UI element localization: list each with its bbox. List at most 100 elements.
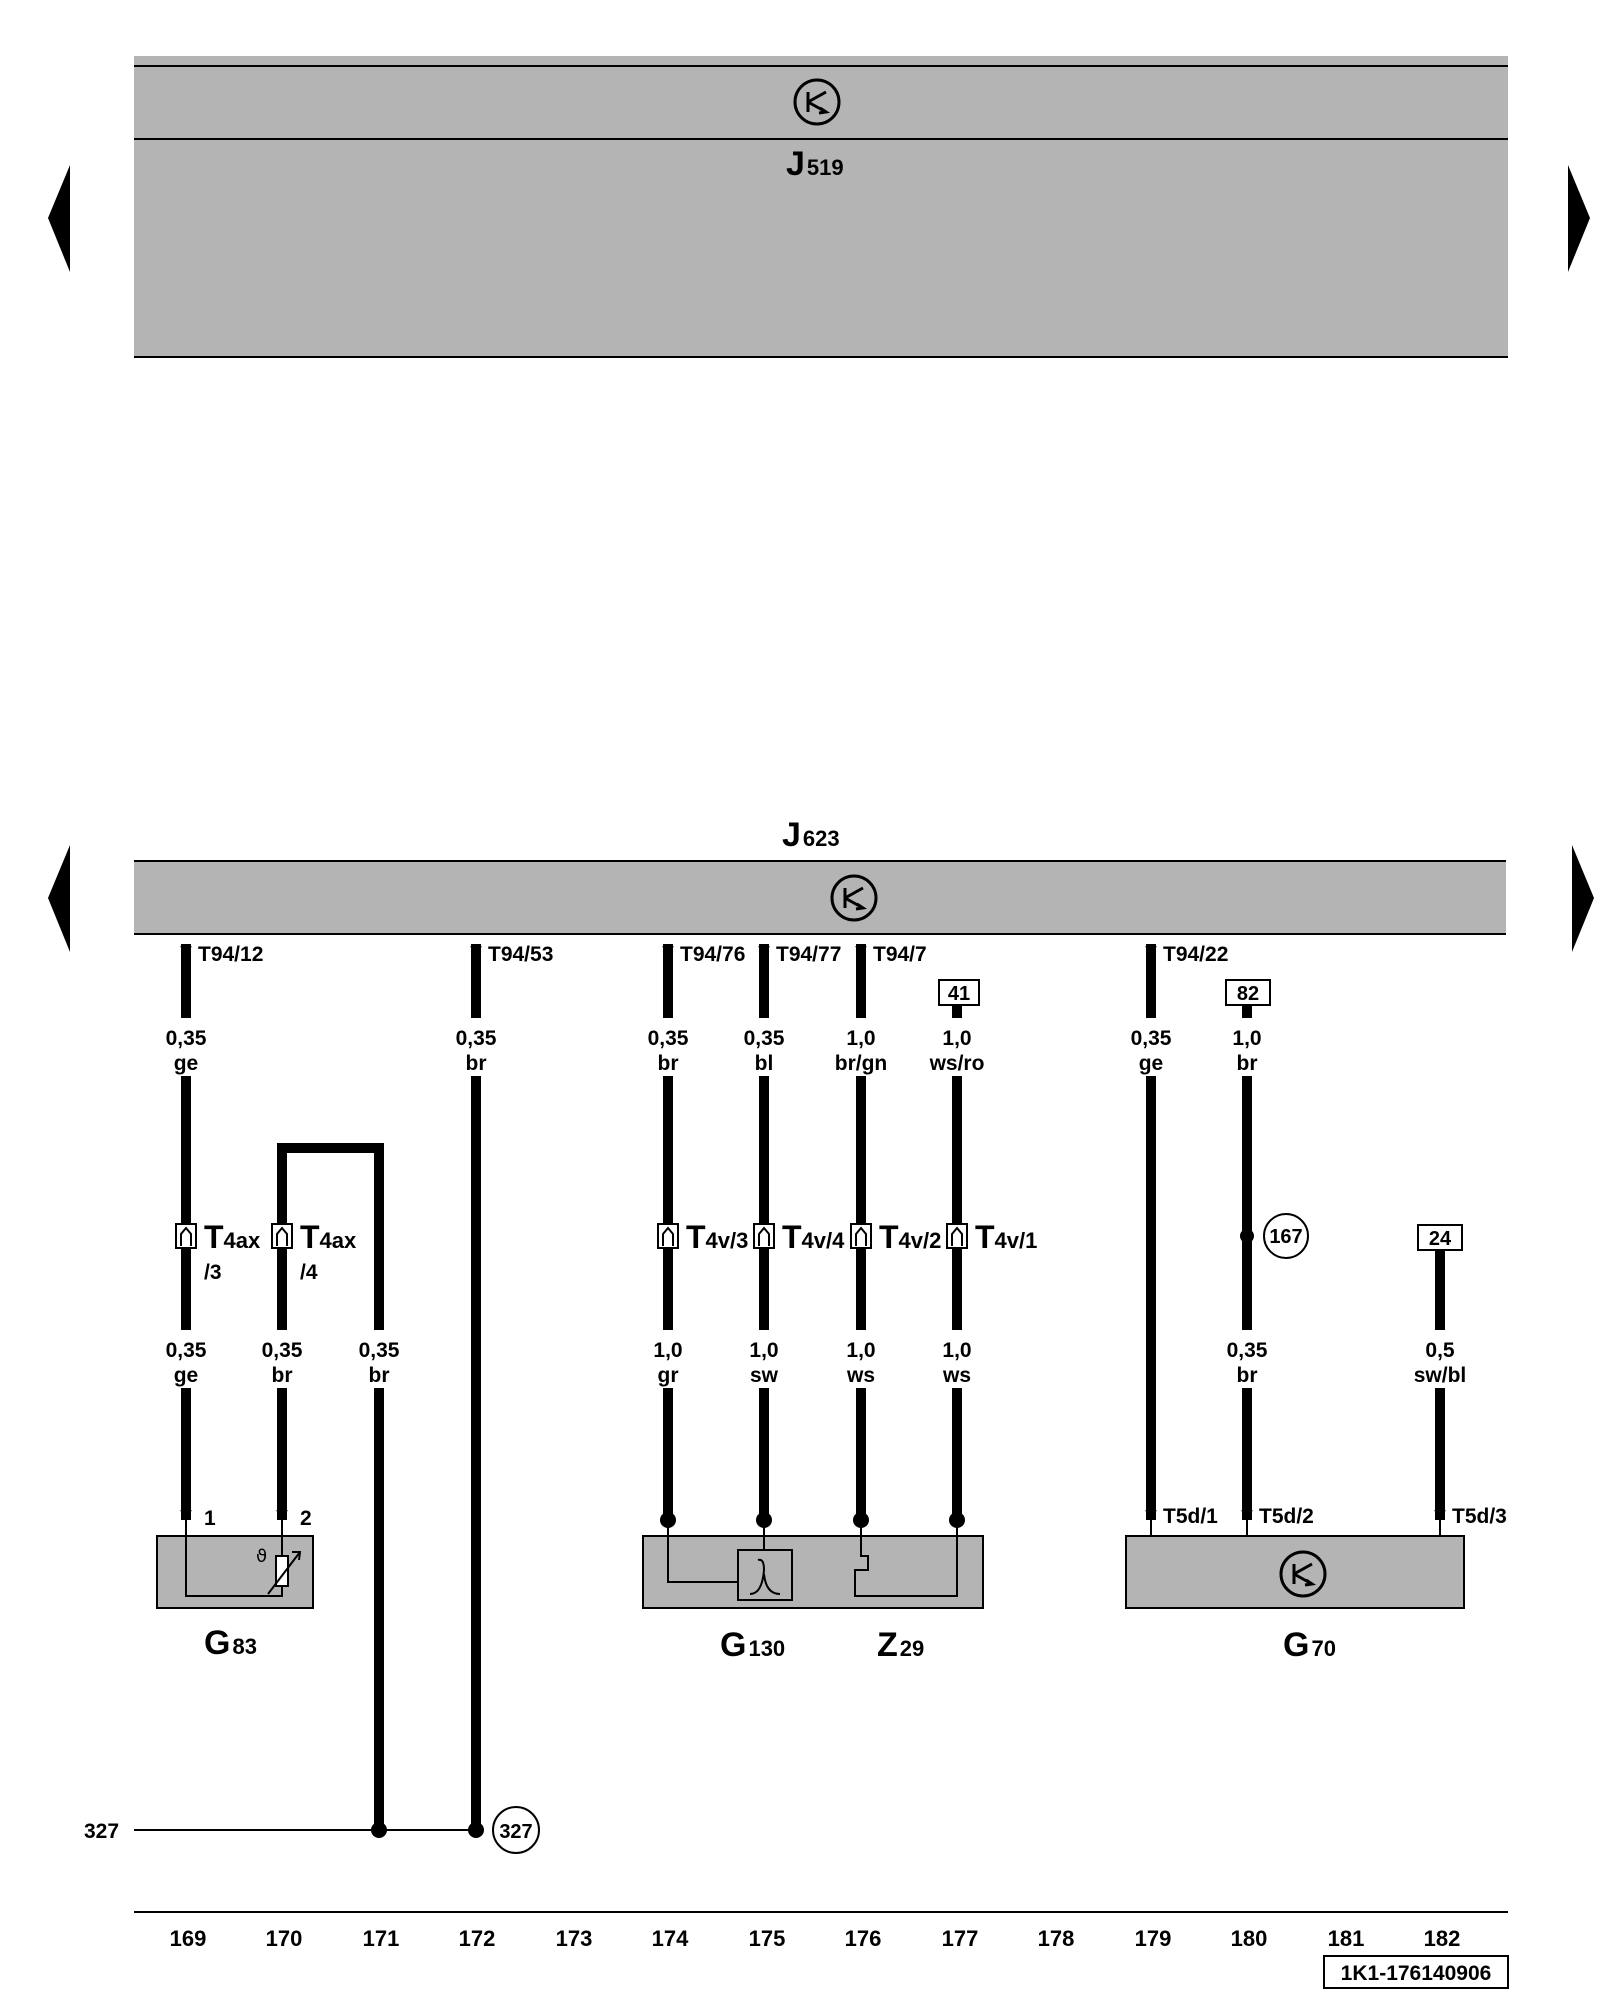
pin-labels-j623: T94/12 T94/53 T94/76 T94/77 T94/7 T94/22 xyxy=(180,943,1228,966)
next-page-arrow-top[interactable] xyxy=(1568,165,1590,272)
wire-size: 1,0 xyxy=(1232,1027,1261,1050)
wire-color: br xyxy=(466,1052,487,1075)
connectors: T4ax /3 T4ax /4 T4v/3 T4v/4 T4v/2 T4v/ xyxy=(175,1219,1037,1284)
column-number: 169 xyxy=(170,1926,207,1951)
pin-t94-12: T94/12 xyxy=(198,943,263,966)
label-g130: G130 xyxy=(720,1626,785,1664)
column-number: 175 xyxy=(749,1926,786,1951)
label-g83: G83 xyxy=(204,1624,257,1662)
wire-color: ws xyxy=(942,1364,971,1387)
wire-color: br/gn xyxy=(835,1052,888,1075)
pin-2: 2 xyxy=(300,1507,312,1530)
component-g70: T5d/1 T5d/2 T5d/3 G70 xyxy=(1125,1505,1507,1664)
wire-size: 1,0 xyxy=(749,1339,778,1362)
prev-page-arrow-top[interactable] xyxy=(48,165,70,272)
wire-color: br xyxy=(1237,1052,1258,1075)
column-number: 173 xyxy=(556,1926,593,1951)
label-j623: J623 xyxy=(782,816,840,854)
ground-connection-327: 327 327 xyxy=(84,1806,540,1854)
label-j519: J519 xyxy=(786,145,844,183)
wire-color: ge xyxy=(174,1052,199,1075)
next-page-arrow-bottom[interactable] xyxy=(1572,845,1594,952)
wire-size: 1,0 xyxy=(653,1339,682,1362)
component-g130-z29: G130 Z29 xyxy=(642,1512,984,1664)
wire-color: ws/ro xyxy=(929,1052,985,1075)
svg-text:/4: /4 xyxy=(300,1261,318,1284)
document-id: 1K1-176140906 xyxy=(1341,1962,1492,1985)
wire-color: sw/bl xyxy=(1414,1364,1467,1387)
column-number: 171 xyxy=(363,1926,400,1951)
svg-text:41: 41 xyxy=(948,983,970,1005)
wire-size: 1,0 xyxy=(846,1027,875,1050)
document-id-box: 1K1-176140906 xyxy=(1323,1955,1509,1989)
wire-size: 0,35 xyxy=(359,1339,400,1362)
control-unit-j519: J519 xyxy=(134,56,1508,358)
column-number: 174 xyxy=(652,1926,689,1951)
wire-labels-upper: 0,35 ge 0,35 br 0,35 br 0,35 bl 1,0 br/g… xyxy=(160,1018,1273,1076)
electronic-symbol-icon xyxy=(830,874,878,922)
wire-color: bl xyxy=(755,1052,774,1075)
oxygen-sensor-icon xyxy=(749,1558,781,1595)
label-z29: Z29 xyxy=(877,1626,924,1664)
svg-text:82: 82 xyxy=(1237,983,1259,1005)
connector-t4v-2: T4v/2 xyxy=(850,1219,941,1255)
svg-text:24: 24 xyxy=(1429,1228,1452,1250)
wire-size: 0,35 xyxy=(262,1339,303,1362)
wire-size: 0,5 xyxy=(1425,1339,1455,1362)
wire-color: ws xyxy=(846,1364,875,1387)
wire-size: 0,35 xyxy=(456,1027,497,1050)
svg-text:T4v/3: T4v/3 xyxy=(686,1219,748,1255)
ground-ref-circle-327: 327 xyxy=(499,1821,532,1843)
connector-t4ax-4: T4ax /4 xyxy=(271,1219,357,1284)
svg-text:T4v/4: T4v/4 xyxy=(782,1219,845,1255)
svg-text:/3: /3 xyxy=(204,1261,222,1284)
pin-t5d-3: T5d/3 xyxy=(1452,1505,1507,1528)
wire-color: sw xyxy=(750,1364,779,1387)
svg-text:T4v/1: T4v/1 xyxy=(975,1219,1037,1255)
wire-size: 0,35 xyxy=(744,1027,785,1050)
component-g83: 1 2 ϑ G83 xyxy=(156,1507,314,1662)
wire-size: 0,35 xyxy=(166,1339,207,1362)
column-number: 176 xyxy=(845,1926,882,1951)
electronic-symbol-icon xyxy=(793,78,841,126)
wire-size: 0,35 xyxy=(166,1027,207,1050)
pin-t5d-2: T5d/2 xyxy=(1259,1505,1314,1528)
wire-size: 0,35 xyxy=(1227,1339,1268,1362)
column-number: 180 xyxy=(1231,1926,1268,1951)
ref-box-82: 82 xyxy=(1225,979,1271,1006)
wire-color: br xyxy=(1237,1364,1258,1387)
wire-171-loop xyxy=(277,1143,384,1830)
prev-page-arrow-bottom[interactable] xyxy=(48,845,70,952)
pin-t94-76: T94/76 xyxy=(680,943,745,966)
connector-t4v-3: T4v/3 xyxy=(657,1219,748,1255)
wire-size: 1,0 xyxy=(846,1339,875,1362)
pin-t94-53: T94/53 xyxy=(488,943,553,966)
column-number: 170 xyxy=(266,1926,303,1951)
pin-t94-22: T94/22 xyxy=(1163,943,1228,966)
wire-size: 1,0 xyxy=(942,1339,971,1362)
column-number: 181 xyxy=(1328,1926,1365,1951)
column-ruler: 169 170 171 172 173 174 175 176 177 178 … xyxy=(134,1911,1508,1951)
column-number: 177 xyxy=(942,1926,979,1951)
wire-size: 1,0 xyxy=(942,1027,971,1050)
svg-text:167: 167 xyxy=(1269,1226,1302,1248)
connector-t4v-1: T4v/1 xyxy=(946,1219,1037,1255)
ref-box-24: 24 xyxy=(1417,1224,1463,1251)
pin-t5d-1: T5d/1 xyxy=(1163,1505,1218,1528)
connector-t4v-4: T4v/4 xyxy=(753,1219,845,1255)
column-number: 178 xyxy=(1038,1926,1075,1951)
connector-t4ax-3: T4ax /3 xyxy=(175,1219,261,1284)
heater-element-icon xyxy=(854,1520,958,1597)
pin-t94-7: T94/7 xyxy=(873,943,927,966)
column-number: 179 xyxy=(1135,1926,1172,1951)
wire-color: ge xyxy=(1139,1052,1164,1075)
ground-label-327: 327 xyxy=(84,1820,119,1843)
svg-text:T4ax: T4ax xyxy=(300,1219,357,1255)
column-number: 172 xyxy=(459,1926,496,1951)
control-unit-j623 xyxy=(134,860,1506,935)
wire-color: br xyxy=(658,1052,679,1075)
label-g70: G70 xyxy=(1283,1626,1336,1664)
pin-t94-77: T94/77 xyxy=(776,943,841,966)
splice-ref-167: 167 xyxy=(1240,1213,1309,1259)
